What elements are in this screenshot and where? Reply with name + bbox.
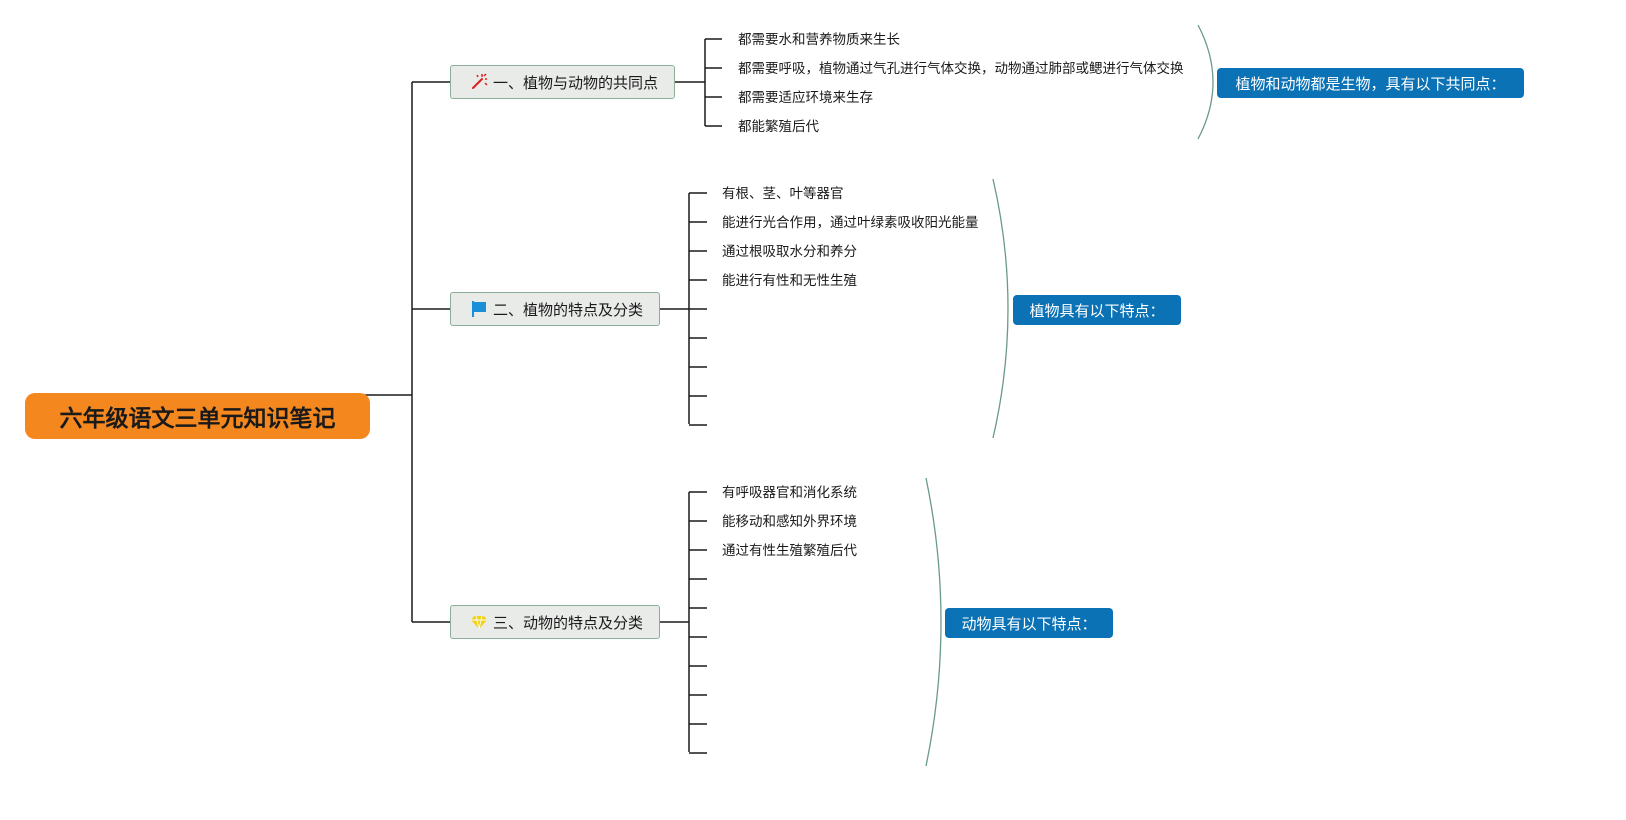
summary-plant-features[interactable]: 植物具有以下特点： [1013,295,1181,325]
branch-common-points[interactable]: 一、植物与动物的共同点 [450,65,675,99]
leaf-item[interactable]: 有根、茎、叶等器官 [722,186,844,202]
branch-animal-features[interactable]: 三、动物的特点及分类 [450,605,660,639]
leaf-item[interactable]: 能进行光合作用，通过叶绿素吸收阳光能量 [722,215,979,231]
flag-icon [469,299,489,319]
leaf-item[interactable]: 都需要呼吸，植物通过气孔进行气体交换，动物通过肺部或鳃进行气体交换 [738,61,1184,77]
branch-label: 二、植物的特点及分类 [493,300,644,319]
branch-plant-features[interactable]: 二、植物的特点及分类 [450,292,660,326]
summary-brace [1197,24,1214,140]
leaf-item[interactable]: 通过有性生殖繁殖后代 [722,543,857,559]
leaf-item[interactable]: 能移动和感知外界环境 [722,514,857,530]
summary-animal-features[interactable]: 动物具有以下特点： [945,608,1113,638]
summary-label: 动物具有以下特点： [961,614,1097,633]
leaf-item[interactable]: 能进行有性和无性生殖 [722,273,857,289]
root-topic[interactable]: 六年级语文三单元知识笔记 [25,393,370,439]
leaf-item[interactable]: 都需要适应环境来生存 [738,90,873,106]
branch-label: 三、动物的特点及分类 [493,613,644,632]
leaf-item[interactable]: 有呼吸器官和消化系统 [722,485,857,501]
summary-label: 植物具有以下特点： [1029,301,1165,320]
leaf-item[interactable]: 通过根吸取水分和养分 [722,244,857,260]
leaf-item[interactable]: 都能繁殖后代 [738,119,819,135]
wand-icon [469,72,489,92]
root-title: 六年级语文三单元知识笔记 [59,406,336,432]
gem-icon [469,612,489,632]
summary-label: 植物和动物都是生物，具有以下共同点： [1235,74,1506,93]
leaf-item[interactable]: 都需要水和营养物质来生长 [738,32,900,48]
summary-common-points[interactable]: 植物和动物都是生物，具有以下共同点： [1217,68,1524,98]
branch-label: 一、植物与动物的共同点 [493,73,659,92]
summary-brace [992,178,1009,439]
summary-brace [925,477,942,767]
